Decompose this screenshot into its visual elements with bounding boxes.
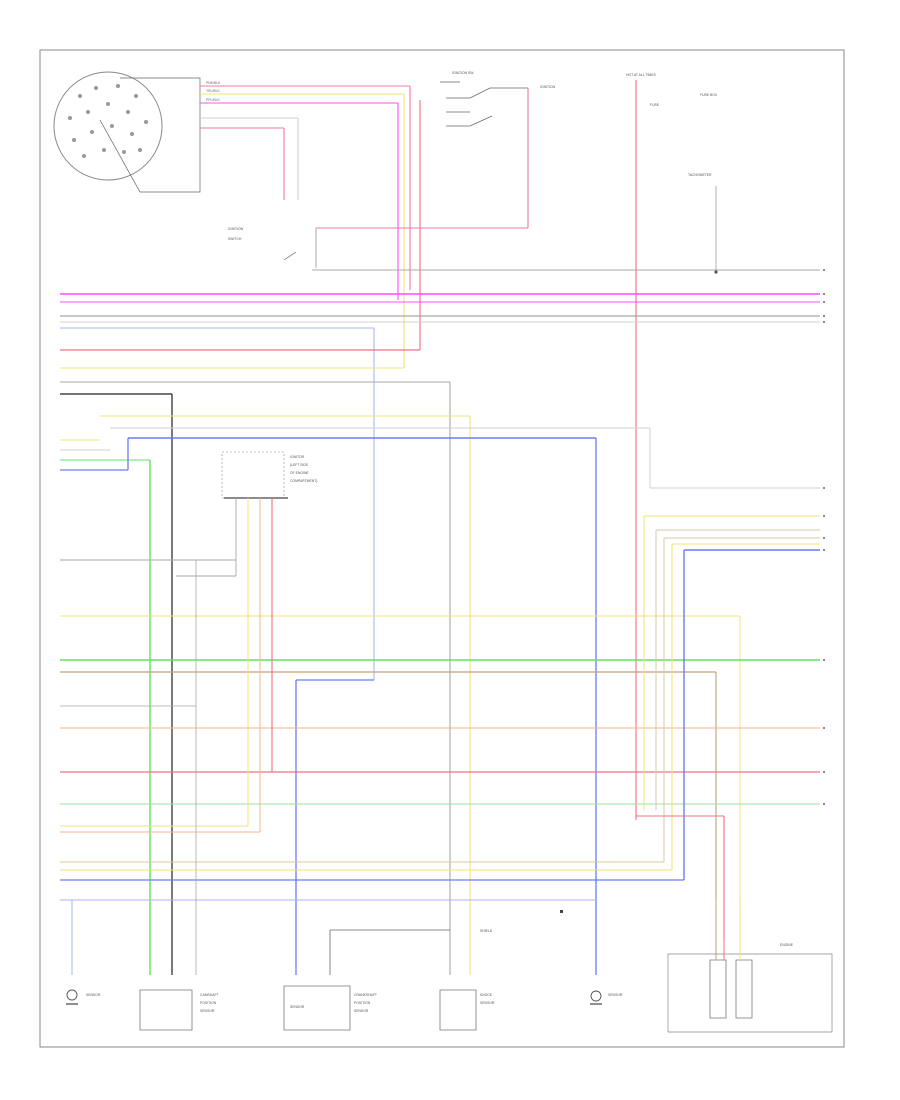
distributor [53, 71, 201, 193]
sensor-center: SENSOR CRANKSHAFT POSITION SENSOR [283, 929, 450, 1031]
svg-text:TACHOMETER: TACHOMETER [688, 173, 712, 177]
svg-text:SENSOR: SENSOR [480, 1001, 495, 1005]
sensor-center-left: CAMSHAFT POSITION SENSOR [139, 989, 219, 1031]
bottom-right-box: ENGINE [667, 900, 833, 1033]
sensor-right: SENSOR [560, 910, 623, 1005]
svg-text:FUSE: FUSE [650, 103, 660, 107]
ignition-switch: IGNITION SW IGNITION [315, 71, 556, 268]
svg-text:IGNITION SW: IGNITION SW [452, 71, 474, 75]
tachometer: TACHOMETER [688, 173, 718, 274]
svg-text:IGNITOR: IGNITOR [290, 455, 305, 459]
ignition-sub-switch: IGNITION SWITCH [228, 227, 820, 271]
distributor-harness: PNK/BLK YEL/BLK PPL/BLK [200, 81, 421, 368]
svg-text:POSITION: POSITION [354, 1001, 371, 1005]
svg-text:KNOCK: KNOCK [480, 993, 493, 997]
svg-text:OF ENGINE: OF ENGINE [290, 471, 309, 475]
svg-text:IGNITION: IGNITION [228, 227, 244, 231]
svg-text:SENSOR: SENSOR [608, 993, 623, 997]
svg-text:IGNITION: IGNITION [540, 85, 556, 89]
horizontal-wires [60, 293, 820, 975]
svg-text:FUSE BOX: FUSE BOX [700, 93, 718, 97]
svg-text:SHIELD: SHIELD [480, 929, 493, 933]
diagram-border [39, 49, 845, 1048]
sensor-left: SENSOR [66, 989, 101, 1005]
svg-text:SENSOR: SENSOR [354, 1009, 369, 1013]
svg-text:HOT AT ALL TIMES: HOT AT ALL TIMES [626, 73, 657, 77]
svg-text:POSITION: POSITION [200, 1001, 217, 1005]
svg-text:SENSOR: SENSOR [290, 1005, 305, 1009]
svg-text:PNK/BLK: PNK/BLK [206, 81, 221, 85]
right-bundle [636, 515, 820, 940]
svg-text:PPL/BLK: PPL/BLK [206, 98, 220, 102]
svg-text:SENSOR: SENSOR [200, 1009, 215, 1013]
hot-at-all-times: HOT AT ALL TIMES FUSE FUSE BOX [626, 73, 718, 820]
svg-text:COMPARTMENT): COMPARTMENT) [290, 479, 317, 483]
svg-text:CAMSHAFT: CAMSHAFT [200, 993, 219, 997]
ignitor: IGNITOR (LEFT SIDE OF ENGINE COMPARTMENT… [176, 451, 317, 975]
svg-text:(LEFT SIDE: (LEFT SIDE [290, 463, 309, 467]
svg-text:YEL/BLK: YEL/BLK [206, 89, 220, 93]
svg-text:ENGINE: ENGINE [780, 943, 794, 947]
right-terminals [823, 269, 825, 805]
svg-text:SWITCH: SWITCH [228, 237, 242, 241]
svg-text:SENSOR: SENSOR [86, 993, 101, 997]
svg-text:CRANKSHAFT: CRANKSHAFT [354, 993, 377, 997]
sensor-center-right: KNOCK SENSOR SHIELD [439, 929, 495, 1031]
